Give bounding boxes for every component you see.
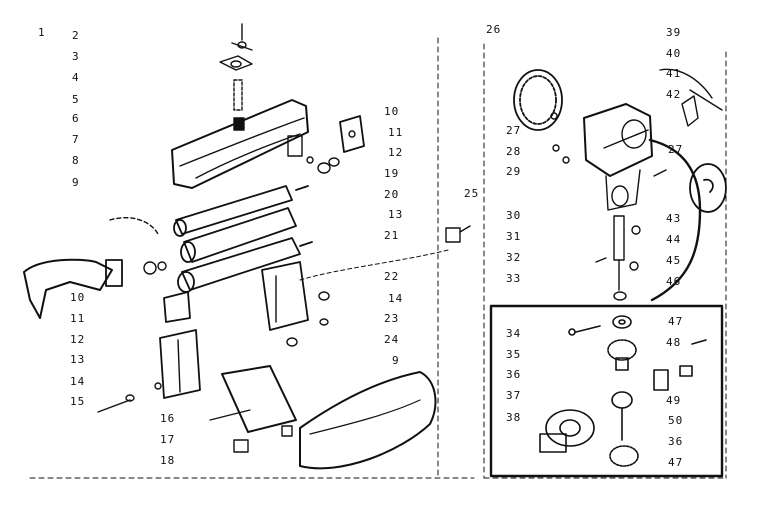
callout-37: 37	[506, 389, 522, 402]
callout-36-lower: 36	[668, 435, 684, 448]
callout-19: 19	[384, 167, 400, 180]
lower-bracket	[159, 261, 330, 399]
callout-25: 25	[464, 187, 480, 200]
callout-7: 7	[72, 133, 80, 146]
callout-21: 21	[384, 229, 400, 242]
callout-50: 50	[668, 414, 684, 427]
callout-10: 10	[384, 105, 400, 118]
callout-8: 8	[72, 154, 80, 167]
callout-43: 43	[666, 212, 682, 225]
left-screws	[97, 382, 162, 413]
callout-13: 13	[388, 208, 404, 221]
top-bracket	[219, 23, 253, 131]
callout-6: 6	[72, 112, 80, 125]
callout-41: 41	[666, 67, 682, 80]
callout-26: 26	[486, 23, 502, 36]
callout-46: 46	[666, 275, 682, 288]
callout-47-lower: 47	[668, 456, 684, 469]
callout-9-lower: 9	[392, 354, 400, 367]
callout-10-left: 10	[70, 291, 86, 304]
callout-33: 33	[506, 272, 522, 285]
callout-27-right: 27	[668, 143, 684, 156]
callout-11-left: 11	[70, 312, 86, 325]
right-small-parts	[550, 68, 723, 177]
motor-housing	[583, 103, 702, 302]
callout-49: 49	[666, 394, 682, 407]
callout-12: 12	[388, 146, 404, 159]
callout-24: 24	[384, 333, 400, 346]
callout-48: 48	[666, 336, 682, 349]
callout-1: 1	[38, 26, 46, 39]
table-guard	[209, 365, 437, 470]
callout-38: 38	[506, 411, 522, 424]
circular-cover	[513, 69, 727, 213]
part-25	[445, 225, 471, 243]
drive-shaft	[595, 215, 641, 301]
callout-39: 39	[666, 26, 682, 39]
connector-line	[299, 249, 449, 281]
callout-45: 45	[666, 254, 682, 267]
callout-16: 16	[160, 412, 176, 425]
callout-32: 32	[506, 251, 522, 264]
callout-22: 22	[384, 270, 400, 283]
arm-housing	[171, 99, 309, 189]
callout-14: 14	[388, 292, 404, 305]
callout-9: 9	[72, 176, 80, 189]
feed-rollers	[173, 185, 313, 293]
callout-13-left: 13	[70, 353, 86, 366]
callout-15: 15	[70, 395, 86, 408]
callout-47-top: 47	[668, 315, 684, 328]
callout-40: 40	[666, 47, 682, 60]
callout-34: 34	[506, 327, 522, 340]
callout-30: 30	[506, 209, 522, 222]
left-guard	[23, 216, 167, 319]
callout-17: 17	[160, 433, 176, 446]
callout-35: 35	[506, 348, 522, 361]
callout-12-left: 12	[70, 333, 86, 346]
callout-20: 20	[384, 188, 400, 201]
callout-27-top: 27	[506, 124, 522, 137]
inset-box	[489, 304, 724, 478]
frame-lines	[29, 37, 727, 479]
callout-29: 29	[506, 165, 522, 178]
callout-14-left: 14	[70, 375, 86, 388]
callout-3: 3	[72, 50, 80, 63]
callout-4: 4	[72, 71, 80, 84]
callout-31: 31	[506, 230, 522, 243]
callout-23: 23	[384, 312, 400, 325]
callout-42: 42	[666, 88, 682, 101]
side-plate	[306, 115, 365, 174]
inset-gears	[539, 315, 707, 467]
callout-28: 28	[506, 145, 522, 158]
callout-5: 5	[72, 93, 80, 106]
callout-2: 2	[72, 29, 80, 42]
callout-11: 11	[388, 126, 404, 139]
callout-44: 44	[666, 233, 682, 246]
callout-36: 36	[506, 368, 522, 381]
callout-18: 18	[160, 454, 176, 467]
